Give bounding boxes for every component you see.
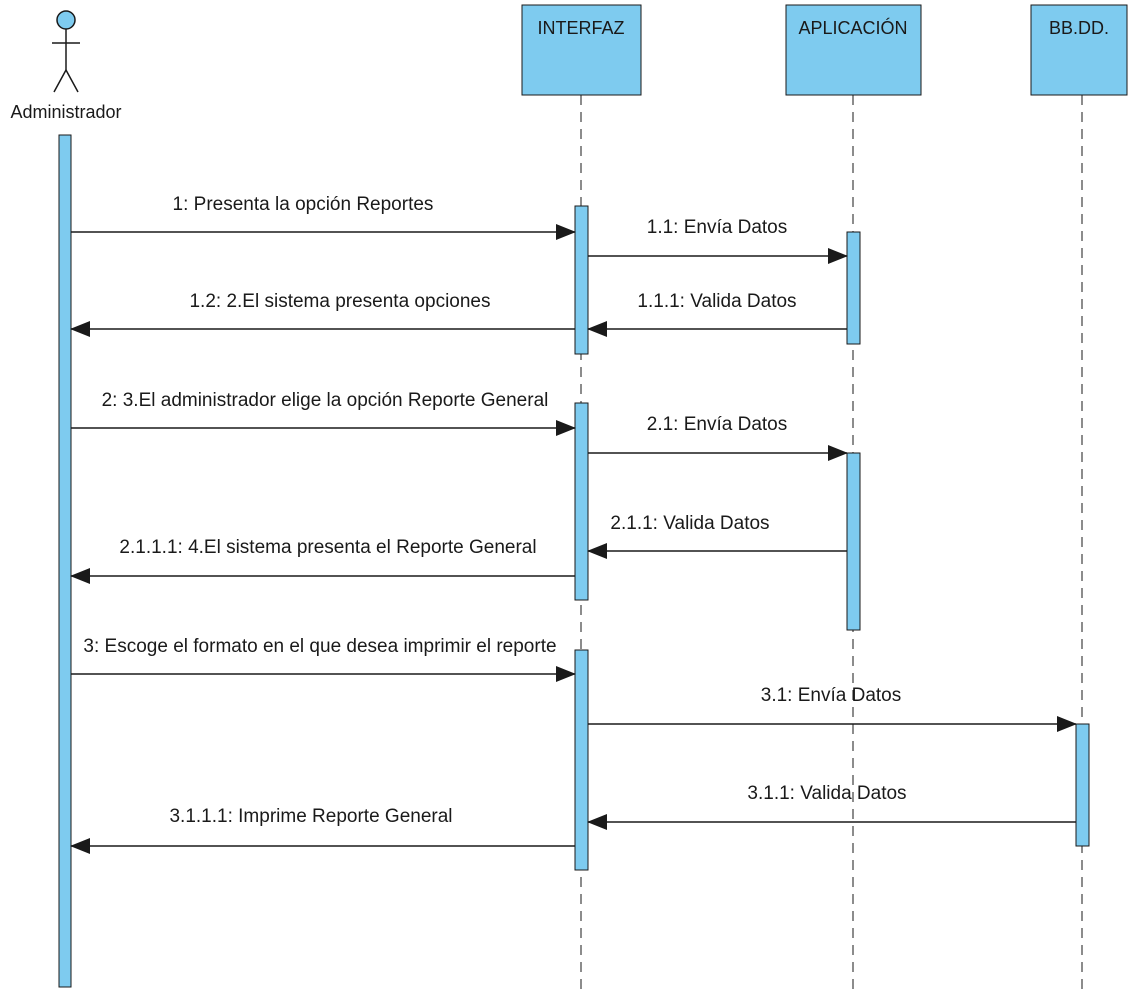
- message-label: 1.1.1: Valida Datos: [637, 291, 796, 312]
- actor-label: Administrador: [10, 102, 121, 122]
- message-m1: 1: Presenta la opción Reportes: [71, 194, 576, 240]
- participant-label-aplicacion: APLICACIÓN: [798, 17, 907, 38]
- activation-interfaz-1: [574, 205, 589, 355]
- participant-box-bbdd: [1030, 4, 1128, 96]
- participant-aplicacion: APLICACIÓN: [785, 4, 922, 96]
- participant-label-interfaz: INTERFAZ: [537, 18, 624, 38]
- activation-aplicacion-2: [846, 452, 861, 631]
- actor-leg-left: [53, 69, 67, 93]
- actor-leg-right: [65, 69, 79, 93]
- participant-label-bbdd: BB.DD.: [1049, 18, 1109, 38]
- message-label: 3.1: Envía Datos: [761, 685, 901, 706]
- participant-bbdd: BB.DD.: [1030, 4, 1128, 96]
- participant-box-interfaz: [521, 4, 642, 96]
- message-label: 1.1: Envía Datos: [647, 217, 787, 238]
- message-label: 2.1.1: Valida Datos: [610, 513, 769, 534]
- message-label: 3: Escoge el formato en el que desea imp…: [83, 636, 556, 657]
- message-m3: 3: Escoge el formato en el que desea imp…: [71, 636, 576, 682]
- message-label: 3.1.1: Valida Datos: [747, 783, 906, 804]
- message-m3_1: 3.1: Envía Datos: [588, 685, 1077, 732]
- message-m1_2: 1.2: 2.El sistema presenta opciones: [70, 291, 575, 337]
- message-m1_1: 1.1: Envía Datos: [588, 217, 848, 264]
- message-m3_1_1: 3.1.1: Valida Datos: [587, 783, 1076, 830]
- message-m2_1_1: 2.1.1: Valida Datos: [587, 513, 847, 559]
- participant-interfaz: INTERFAZ: [521, 4, 642, 96]
- message-label: 2.1.1.1: 4.El sistema presenta el Report…: [119, 537, 536, 558]
- message-label: 1.2: 2.El sistema presenta opciones: [189, 291, 490, 312]
- message-label: 1: Presenta la opción Reportes: [173, 194, 434, 215]
- message-m1_1_1: 1.1.1: Valida Datos: [587, 291, 847, 337]
- actor-head: [56, 10, 76, 30]
- message-label: 2.1: Envía Datos: [647, 414, 787, 435]
- actor-administrador: Administrador: [10, 10, 122, 122]
- message-m2_1_1_1: 2.1.1.1: 4.El sistema presenta el Report…: [70, 537, 575, 584]
- participant-box-aplicacion: [785, 4, 922, 96]
- message-label: 2: 3.El administrador elige la opción Re…: [102, 390, 549, 411]
- message-label: 3.1.1.1: Imprime Reporte General: [169, 806, 452, 827]
- activation-bbdd-1: [1075, 723, 1090, 847]
- activation-interfaz-2: [574, 402, 589, 601]
- activation-interfaz-3: [574, 649, 589, 871]
- actor-activation-bar: [58, 134, 72, 988]
- activation-aplicacion-1: [846, 231, 861, 345]
- message-m2_1: 2.1: Envía Datos: [588, 414, 848, 461]
- message-m3_1_1_1: 3.1.1.1: Imprime Reporte General: [70, 806, 575, 854]
- message-m2: 2: 3.El administrador elige la opción Re…: [71, 390, 576, 436]
